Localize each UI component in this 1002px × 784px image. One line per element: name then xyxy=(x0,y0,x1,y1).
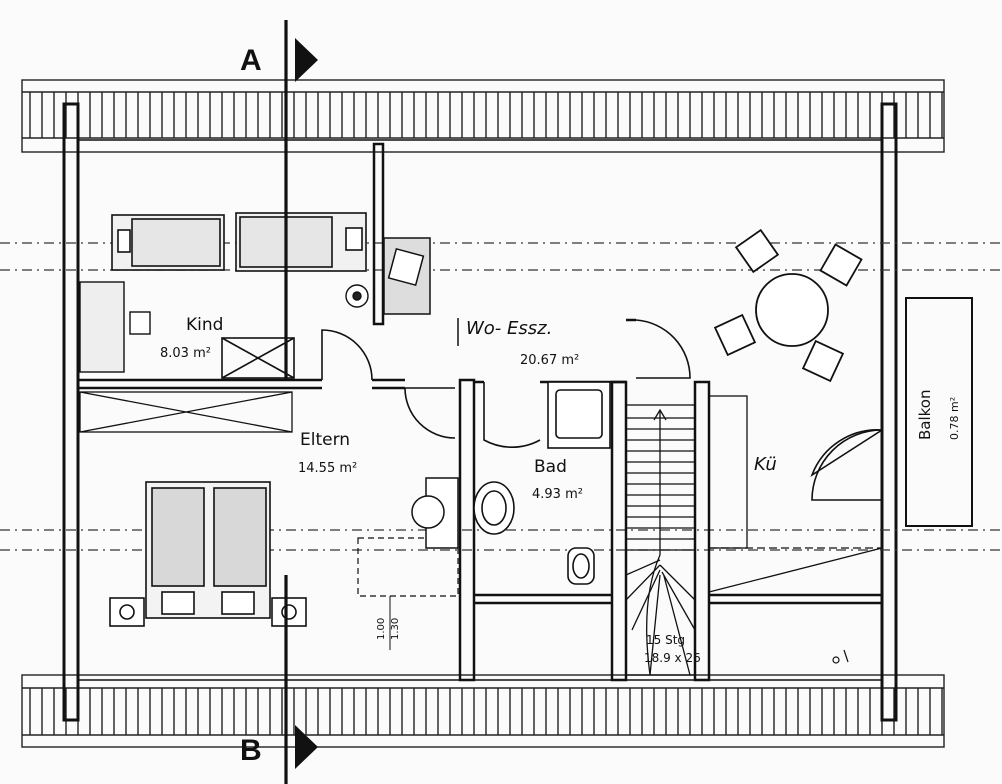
doors xyxy=(321,319,883,501)
stair-winder xyxy=(659,564,696,601)
room-area-wohnen: 20.67 m² xyxy=(520,353,579,368)
stair-winder xyxy=(625,559,661,576)
kid-bed xyxy=(111,212,367,272)
stair-winder xyxy=(649,574,661,676)
staircase xyxy=(625,404,696,676)
outer-walls xyxy=(62,102,898,722)
room-name-kueche: Kü xyxy=(754,454,777,475)
room-area-kind: 8.03 m² xyxy=(160,346,211,361)
room-name-kind: Kind xyxy=(186,315,223,335)
room-name-bad: Bad xyxy=(534,457,567,477)
room-name-balkon: Balkon xyxy=(916,390,934,441)
stair-winder xyxy=(631,569,661,631)
wardrobe-x xyxy=(79,391,293,433)
dresser xyxy=(357,537,459,597)
dining-table xyxy=(713,228,863,383)
wardrobe xyxy=(221,337,295,379)
balcony-outline xyxy=(905,297,973,527)
section-label-a: A xyxy=(240,44,262,77)
parents-bed xyxy=(109,481,307,627)
section-arrows xyxy=(295,38,318,769)
room-name-wohnen: Wo- Essz. xyxy=(466,318,552,339)
room-area-bad: 4.93 m² xyxy=(532,487,583,502)
chimney xyxy=(383,237,431,315)
bathroom-fixtures xyxy=(473,381,611,585)
roof-top-hatch xyxy=(21,79,945,153)
stair-dims: 18.9 x 26 xyxy=(644,651,701,665)
room-name-eltern: Eltern xyxy=(300,430,350,450)
kitchen-counter xyxy=(708,395,883,593)
desk-chair xyxy=(79,281,369,373)
stair-winder xyxy=(663,575,691,676)
stair-steps: 15 Stg xyxy=(646,633,685,647)
section-label-b: B xyxy=(240,734,262,767)
roof-bottom-hatch xyxy=(21,674,945,748)
stair-winder xyxy=(661,571,696,631)
washstand xyxy=(411,477,459,549)
dim-label-b: 1.30 xyxy=(390,618,401,640)
misc-mark xyxy=(832,649,849,664)
room-area-balkon: 0.78 m² xyxy=(948,397,961,440)
room-area-eltern: 14.55 m² xyxy=(298,461,357,476)
dim-label-a: 1.00 xyxy=(376,618,387,640)
